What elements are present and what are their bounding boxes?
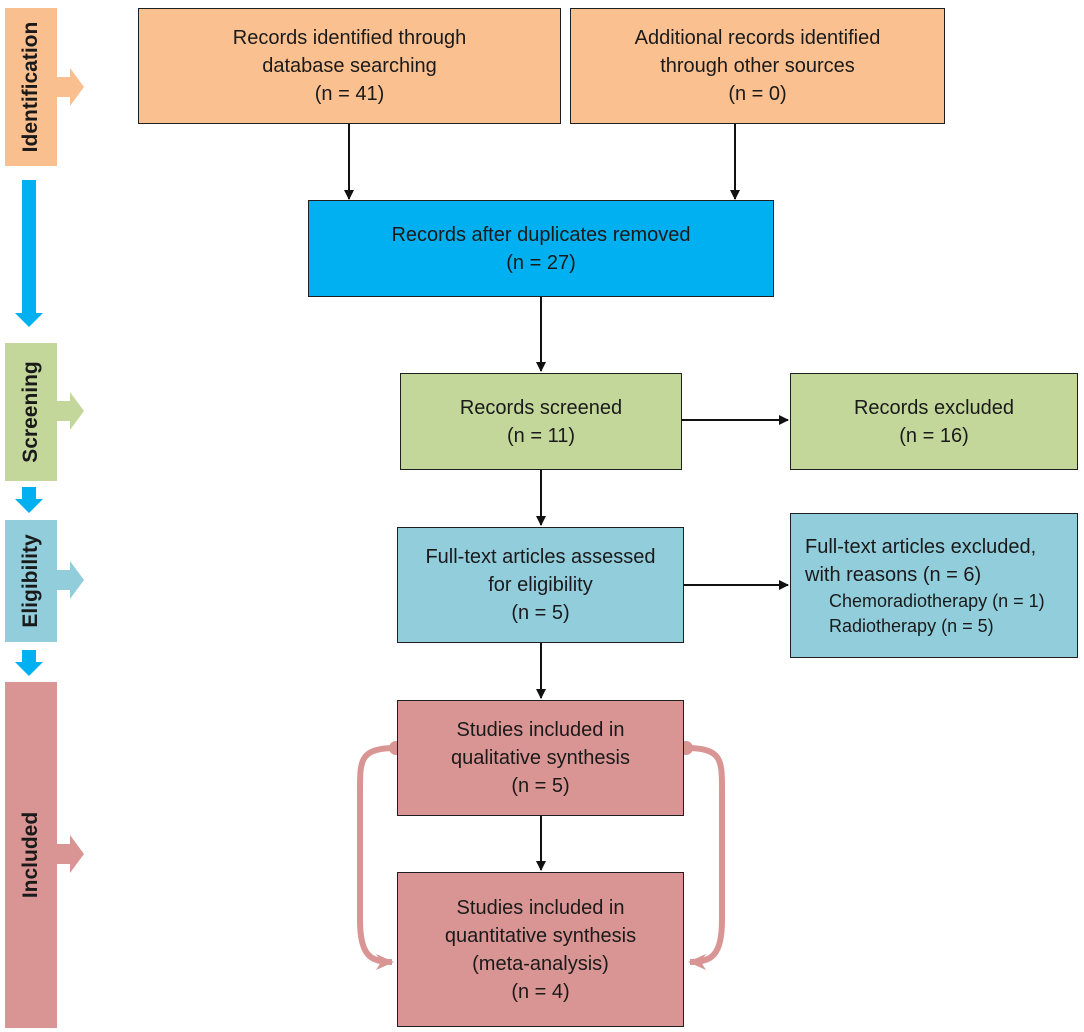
stage-side-arrows — [57, 68, 84, 873]
qualitative-line1: Studies included in — [456, 719, 625, 741]
database-count: (n = 41) — [314, 83, 385, 105]
quantitative-count: (n = 4) — [511, 980, 570, 1003]
excluded-line1: Records excluded — [853, 396, 1015, 419]
identification-side-arrow — [57, 68, 84, 106]
qualitative-line2: qualitative synthesis — [451, 747, 630, 769]
quantitative-line1: Studies included in — [456, 896, 625, 919]
down-arrow-2 — [15, 487, 43, 513]
box-fulltext-assessed: Full-text articles assessed for eligibil… — [397, 527, 684, 643]
quantitative-line3: (meta-analysis) — [472, 952, 609, 975]
duplicates-count: (n = 27) — [506, 251, 576, 274]
stage-identification: Identification — [5, 8, 57, 166]
exclusion-reason-chemoradiotherapy: Chemoradiotherapy (n = 1) — [829, 590, 1045, 611]
eligibility-side-arrow — [57, 561, 84, 599]
other-line1: Additional records identified — [634, 27, 881, 49]
box-fulltext-excluded: Full-text articles excluded, with reason… — [790, 513, 1078, 658]
right-loop-arrow — [685, 745, 725, 970]
box-database-records: Records identified through database sear… — [138, 8, 561, 124]
fulltext-count: (n = 5) — [511, 602, 570, 624]
stage-included: Included — [5, 682, 57, 1028]
screened-line1: Records screened — [459, 396, 623, 419]
duplicates-line1: Records after duplicates removed — [391, 223, 691, 246]
box-qualitative-synthesis: Studies included in qualitative synthesi… — [397, 700, 684, 816]
screening-side-arrow — [57, 392, 84, 430]
box-quantitative-synthesis: Studies included in quantitative synthes… — [397, 872, 684, 1027]
loop-arrows — [357, 745, 725, 970]
fulltext-excluded-line1: Full-text articles excluded, — [805, 535, 1037, 558]
screened-count: (n = 11) — [507, 424, 575, 447]
left-loop-arrow — [357, 745, 397, 970]
box-records-excluded: Records excluded (n = 16) — [790, 373, 1078, 470]
fulltext-line2: for eligibility — [488, 574, 593, 596]
qualitative-count: (n = 5) — [511, 775, 570, 797]
down-arrow-1 — [15, 180, 43, 327]
other-line2: through other sources — [660, 55, 855, 77]
fulltext-excluded-line2: with reasons (n = 6) — [805, 563, 982, 586]
fulltext-line1: Full-text articles assessed — [425, 546, 656, 568]
other-count: (n = 0) — [728, 83, 787, 105]
quantitative-line2: quantitative synthesis — [444, 924, 637, 947]
box-records-screened: Records screened (n = 11) — [400, 373, 682, 470]
down-arrow-3 — [15, 650, 43, 676]
stage-down-arrows — [15, 180, 43, 676]
excluded-count: (n = 16) — [899, 424, 969, 447]
exclusion-reason-radiotherapy: Radiotherapy (n = 5) — [829, 615, 994, 636]
included-side-arrow — [57, 835, 84, 873]
database-line2: database searching — [262, 55, 437, 77]
flow-arrows — [344, 124, 789, 871]
box-other-sources: Additional records identified through ot… — [570, 8, 945, 124]
box-duplicates-removed: Records after duplicates removed (n = 27… — [308, 200, 774, 297]
stage-eligibility: Eligibility — [5, 520, 57, 642]
stage-screening: Screening — [5, 343, 57, 481]
database-line1: Records identified through — [232, 27, 467, 49]
